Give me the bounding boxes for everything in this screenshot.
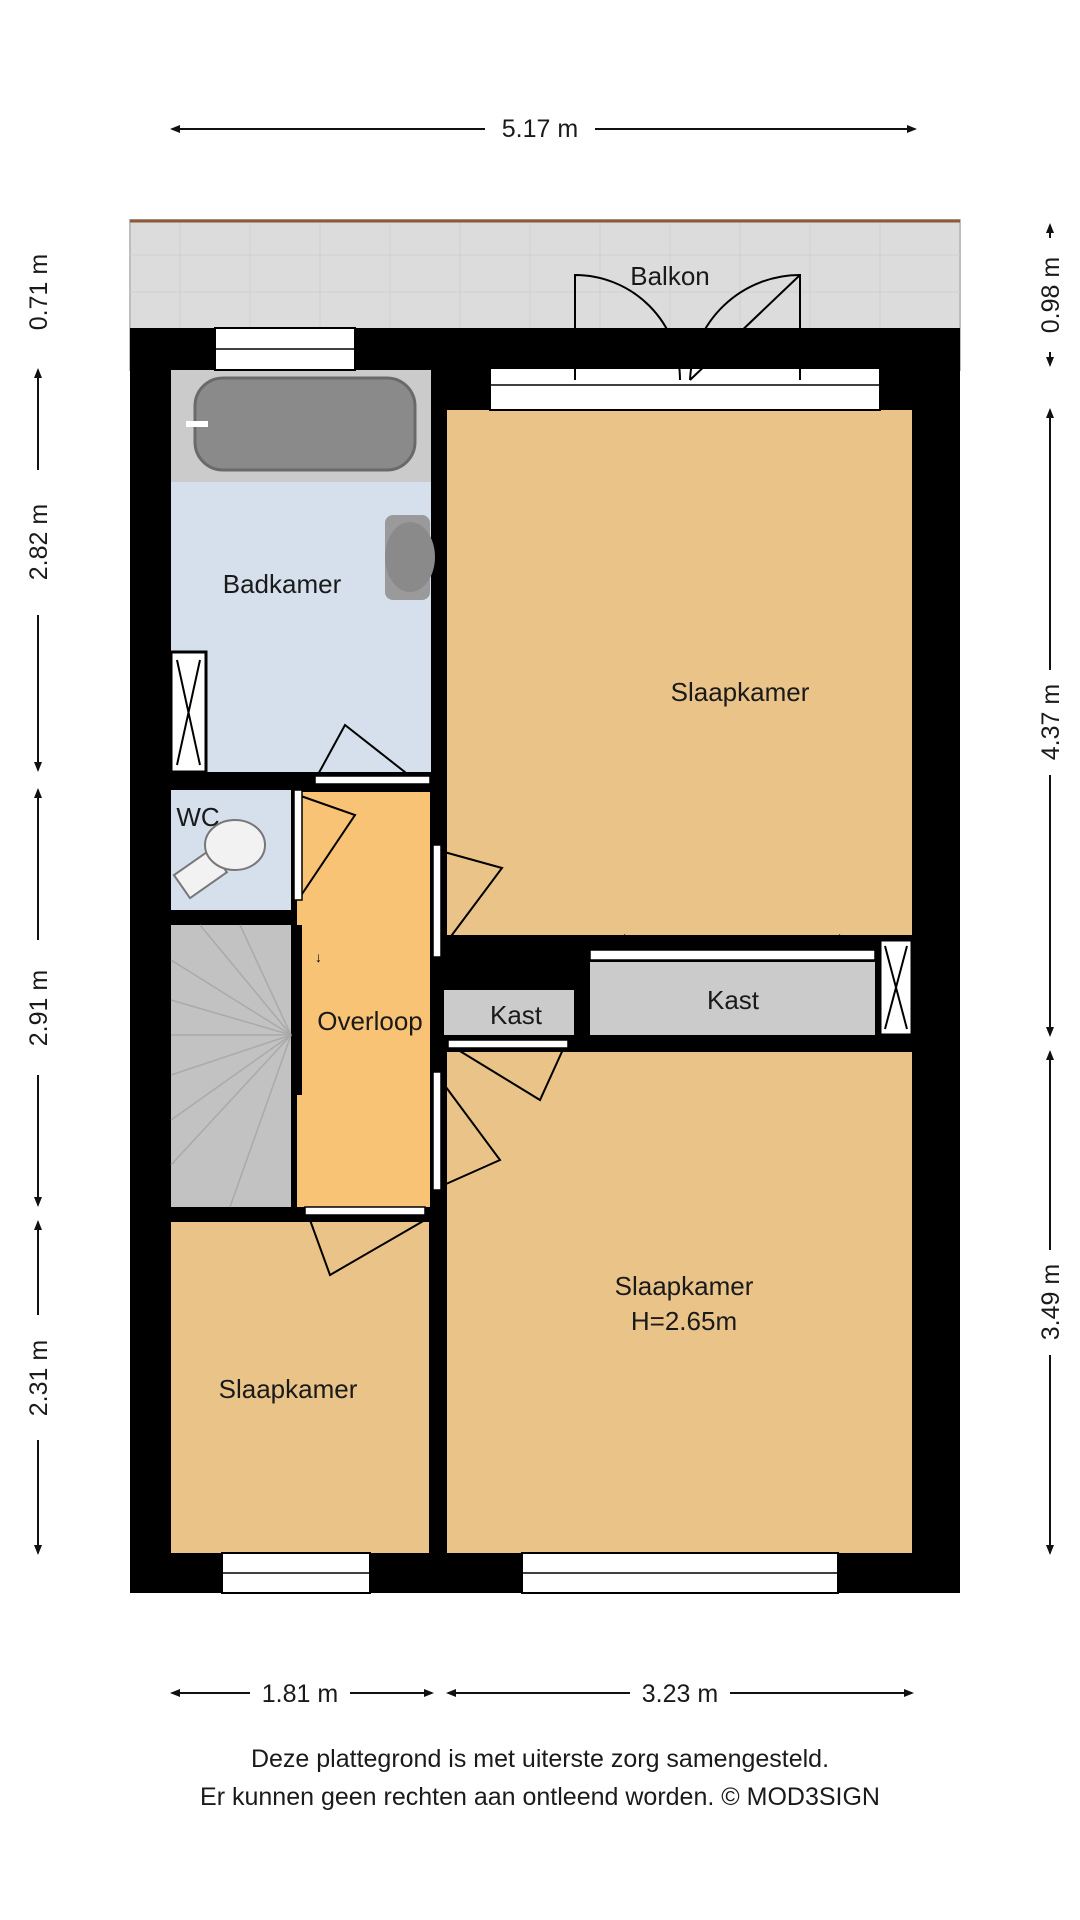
stairs: [170, 924, 292, 1208]
room-label-slaapkamer-small: Slaapkamer: [219, 1374, 358, 1404]
svg-text:→: →: [615, 925, 629, 941]
doors: [297, 273, 801, 1277]
kast-small-room: [444, 990, 574, 1035]
disclaimer: Deze plattegrond is met uiterste zorg sa…: [0, 1740, 1080, 1816]
slaapkamer-main-room: [447, 1052, 912, 1553]
stairs-area: [171, 925, 291, 1207]
dimension-right-1: 0.98 m: [1037, 257, 1065, 333]
room-label-kast-large: Kast: [707, 985, 760, 1015]
interior-wall-stub: [294, 925, 302, 1095]
disclaimer-line-2: Er kunnen geen rechten aan ontleend word…: [200, 1783, 880, 1811]
room-label-slaapkamer-main: Slaapkamer: [615, 1271, 754, 1301]
room-label-balkon: Balkon: [630, 261, 710, 291]
bathtub: [186, 376, 417, 472]
svg-text:←: ←: [835, 925, 849, 941]
room-label-kast-small: Kast: [490, 1000, 543, 1030]
svg-text:↓: ↓: [315, 949, 322, 965]
kast-large-room: [590, 962, 875, 1035]
door-frames: [293, 775, 569, 1216]
dimension-bottom-right: 3.23 m: [642, 1680, 718, 1708]
dimension-left-4: 2.31 m: [25, 1340, 53, 1416]
room-label-slaapkamer-main-height: H=2.65m: [631, 1306, 737, 1336]
room-label-badkamer: Badkamer: [223, 569, 342, 599]
room-label-wc: WC: [176, 802, 219, 832]
dimension-right-2: 4.37 m: [1037, 684, 1065, 760]
dimension-top-width: 5.17 m: [502, 115, 578, 143]
dimension-bottom-left: 1.81 m: [262, 1680, 338, 1708]
dimension-right-3: 3.49 m: [1037, 1264, 1065, 1340]
disclaimer-line-1: Deze plattegrond is met uiterste zorg sa…: [250, 1745, 830, 1773]
dimension-left-1: 0.71 m: [25, 254, 53, 330]
dimension-left-2: 2.82 m: [25, 504, 53, 580]
kast-sliding-door: [589, 949, 876, 961]
overloop-room: [297, 792, 430, 1207]
toilet: [172, 819, 266, 900]
dimension-left-3: 2.91 m: [25, 970, 53, 1046]
room-label-overloop: Overloop: [317, 1006, 423, 1036]
washbasin: [385, 515, 435, 600]
room-label-slaapkamer-top: Slaapkamer: [671, 677, 810, 707]
slaapkamer-small-room: [171, 1222, 429, 1553]
slaapkamer-top-room: [447, 410, 912, 935]
